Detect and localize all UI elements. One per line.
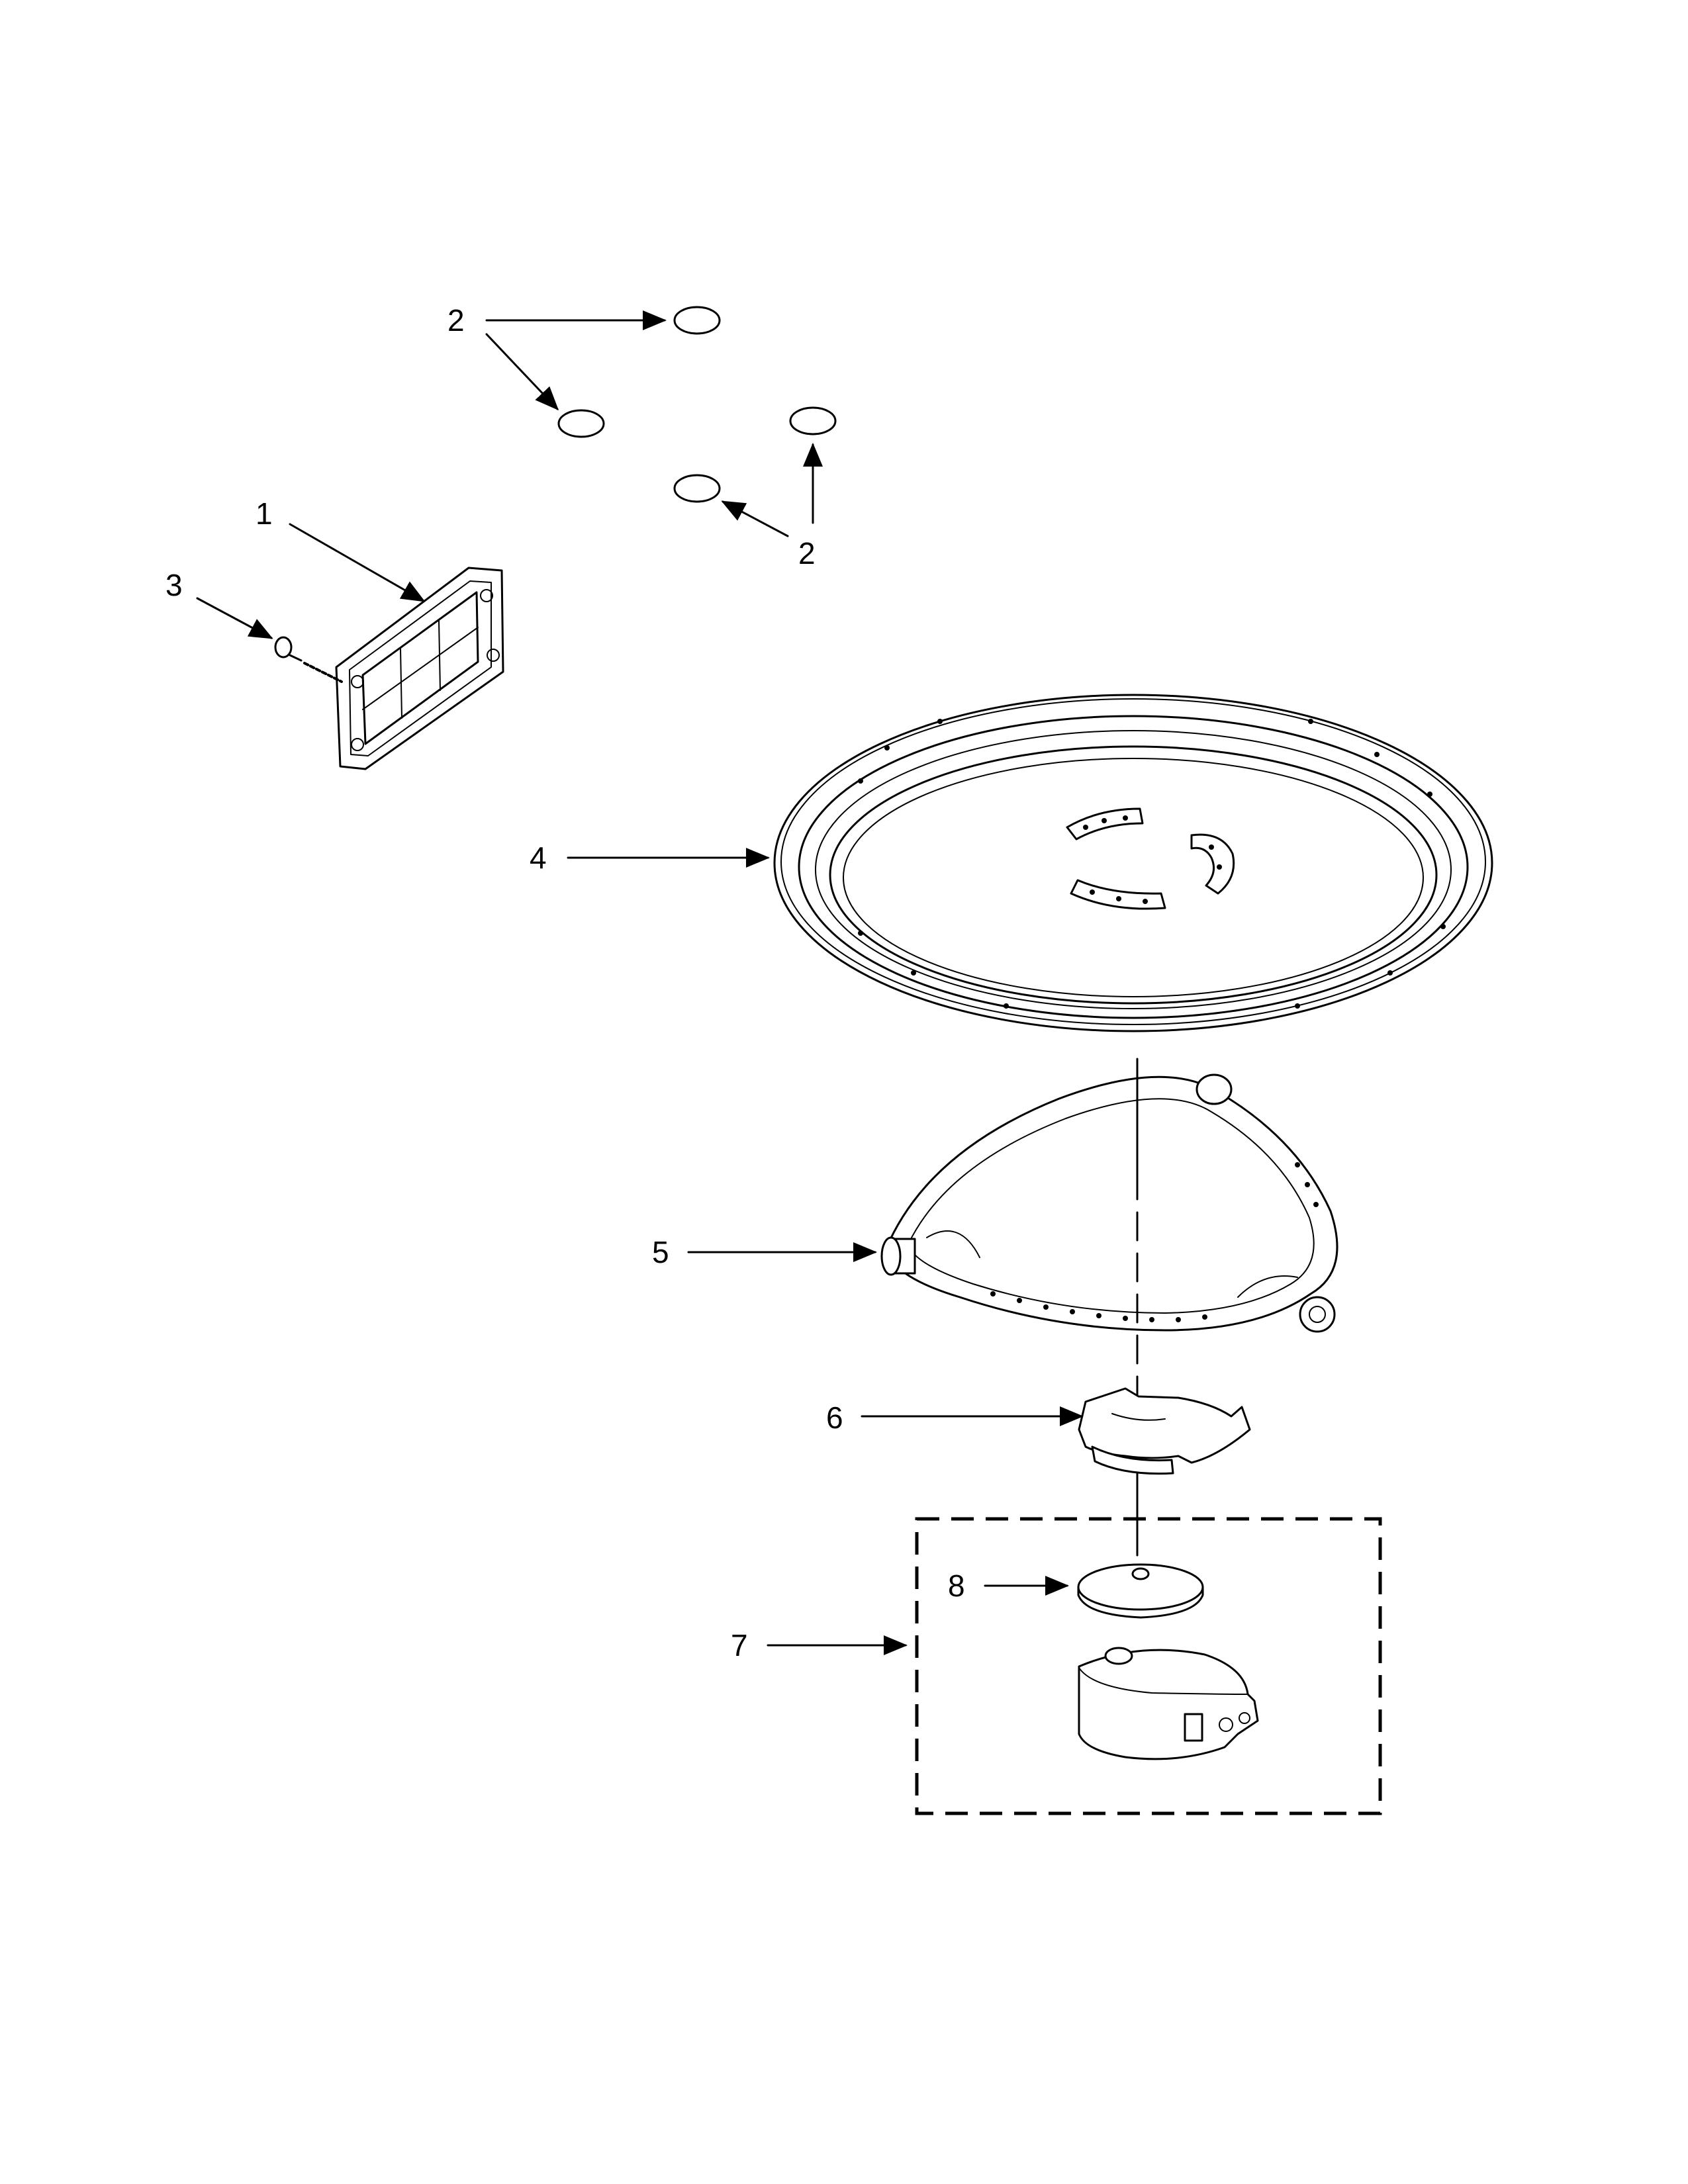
part-3-screw — [274, 636, 343, 683]
part-2-feet — [557, 306, 837, 503]
leader-2-upper-b — [485, 333, 559, 411]
callout-1: 1 — [256, 496, 273, 531]
foot-2 — [557, 409, 605, 438]
foot-1 — [673, 306, 721, 335]
callout-2-lower: 2 — [798, 536, 816, 570]
callout-6: 6 — [826, 1400, 843, 1435]
part-7-motor — [1078, 1647, 1259, 1760]
part-5-roller-ring — [880, 1073, 1338, 1333]
part-4-turntable-tray — [773, 694, 1493, 1032]
part-6-coupler — [1078, 1387, 1251, 1475]
foot-3 — [789, 406, 837, 435]
callout-4: 4 — [530, 841, 547, 875]
foot-4 — [673, 474, 721, 503]
callout-8: 8 — [948, 1569, 965, 1603]
leader-2-lower-b — [721, 500, 789, 537]
callout-5: 5 — [652, 1235, 669, 1269]
callout-3: 3 — [165, 568, 183, 602]
part-1-filter — [335, 567, 504, 770]
part-8-drive-disc — [1077, 1563, 1204, 1619]
leader-1 — [289, 523, 426, 602]
callout-2-upper: 2 — [447, 303, 465, 338]
leader-3 — [196, 597, 273, 639]
callout-7: 7 — [731, 1628, 748, 1662]
